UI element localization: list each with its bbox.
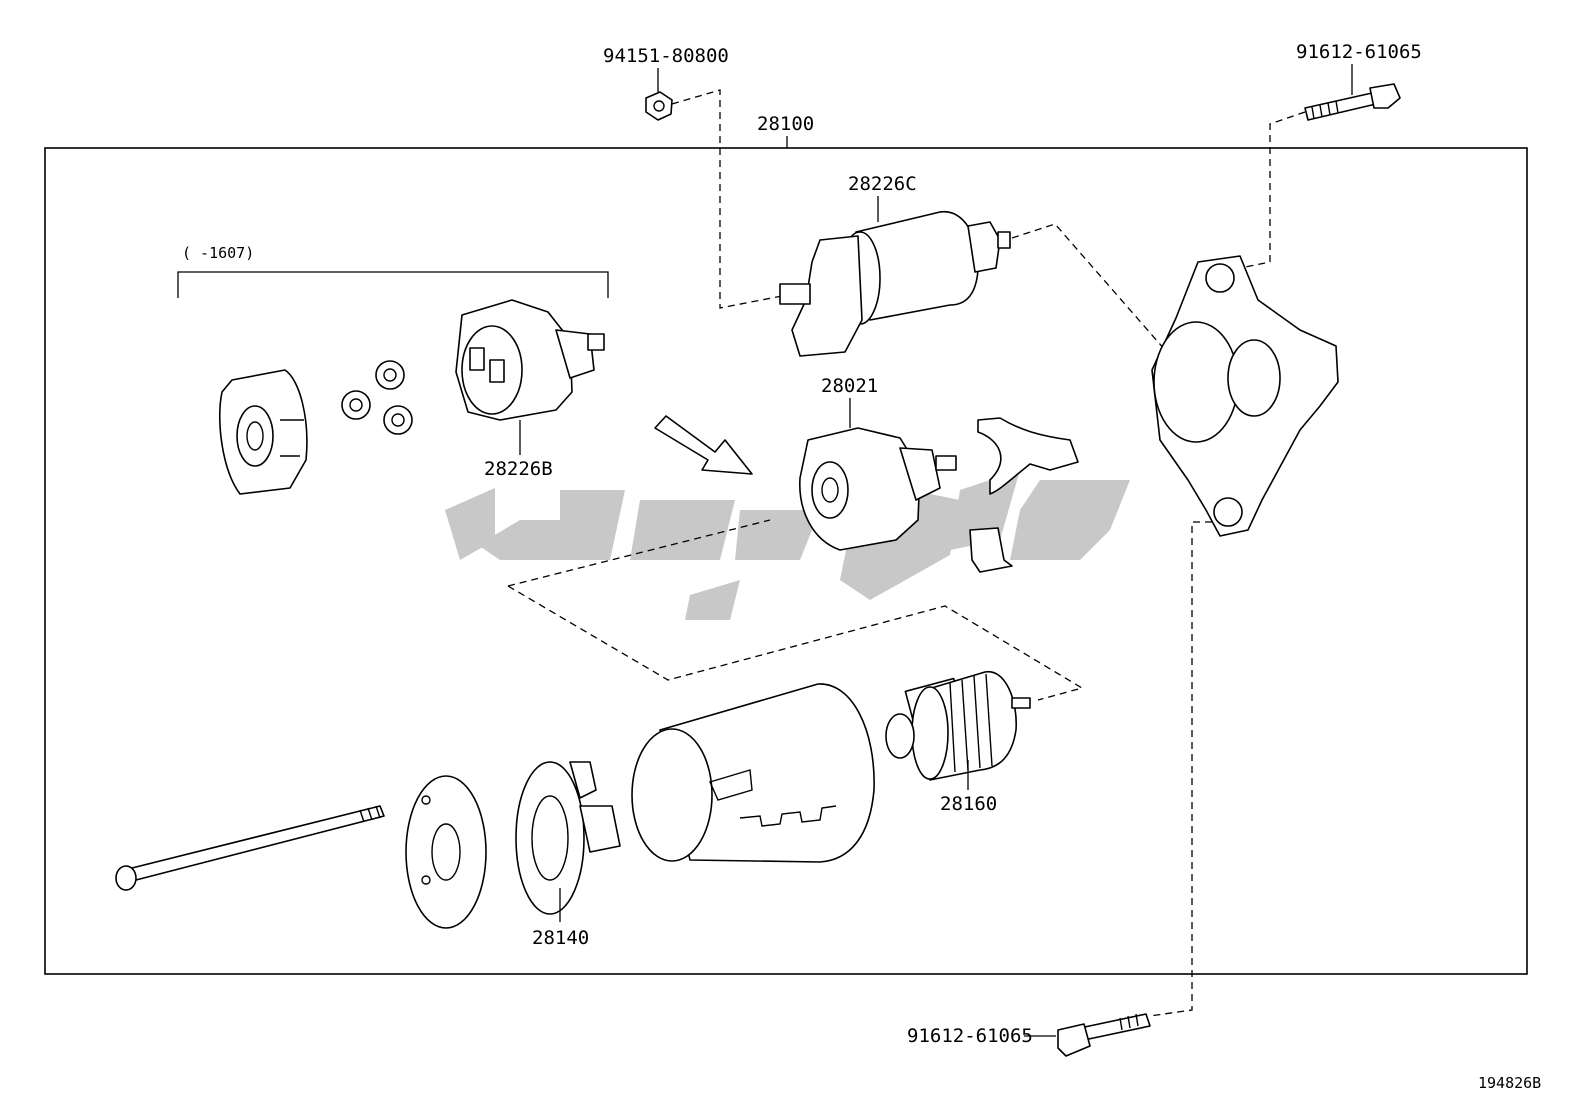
label-drive-housing: 28021 [821,375,878,397]
bracket-kit-part [455,299,605,421]
drive-end-frame-part [1151,255,1339,537]
solenoid-part [779,211,1011,357]
shift-lever-part [969,417,1079,573]
bolt-bottom-icon [1057,1013,1151,1057]
drive-housing-part [799,427,957,551]
end-cover-part [218,369,308,495]
label-assembly: 28100 [757,113,814,135]
yoke-part [631,683,875,863]
nut-icon [645,91,673,121]
bolt-top-icon [1304,83,1401,121]
label-nut-94151: 94151-80800 [603,45,729,67]
label-date-range: ( -1607) [182,244,254,262]
label-solenoid: 28226C [848,173,917,195]
label-bolt-top: 91612-61065 [1296,41,1422,63]
watermark-logo [445,470,1130,620]
armature-part [885,671,1031,781]
label-bracket-kit: 28226B [484,458,553,480]
label-brush-holder: 28140 [532,927,589,949]
assembly-frame [44,147,1528,975]
label-bolt-bottom: 91612-61065 [907,1025,1033,1047]
label-armature: 28160 [940,793,997,815]
gear-icon [341,360,413,435]
end-plate-part [405,775,487,929]
figure-id: 194826B [1478,1074,1541,1092]
brush-holder-part [515,761,621,915]
through-bolt-part [115,805,385,891]
arrow-icon [654,415,753,475]
